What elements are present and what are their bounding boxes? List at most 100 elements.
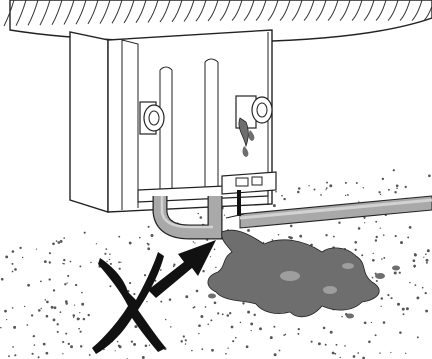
floor-speckle	[40, 308, 41, 309]
floor-speckle	[235, 337, 237, 339]
floor-speckle	[290, 236, 293, 239]
floor-speckle	[399, 331, 402, 334]
floor-speckle	[75, 284, 77, 286]
floor-speckle	[115, 350, 116, 351]
floor-speckle	[329, 184, 332, 187]
floor-speckle	[14, 354, 16, 356]
floor-speckle	[425, 292, 427, 294]
floor-speckle	[425, 253, 427, 255]
floor-speckle	[119, 345, 122, 348]
floor-speckle	[251, 330, 252, 331]
floor-speckle	[338, 222, 340, 224]
floor-speckle	[355, 249, 357, 251]
floor-speckle	[133, 343, 136, 346]
floor-speckle	[54, 306, 57, 309]
floor-speckle	[53, 318, 56, 321]
floor-speckle	[49, 261, 51, 263]
floor-speckle	[288, 236, 290, 238]
floor-speckle	[382, 178, 384, 180]
floor-speckle	[63, 259, 65, 261]
floor-speckle	[80, 331, 82, 333]
floor-speckle	[407, 236, 409, 238]
floor-speckle	[298, 328, 300, 330]
floor-speckle	[357, 352, 359, 354]
floor-speckle	[78, 328, 80, 330]
floor-speckle	[224, 215, 225, 216]
floor-speckle	[79, 312, 80, 313]
floor-speckle	[279, 350, 281, 352]
floor-speckle	[202, 270, 204, 272]
floor-speckle	[217, 312, 219, 314]
floor-speckle	[345, 182, 347, 184]
floor-speckle	[427, 249, 430, 252]
floor-speckle	[283, 198, 285, 200]
floor-speckle	[133, 293, 135, 295]
floor-speckle	[73, 314, 76, 317]
floor-speckle	[109, 253, 111, 255]
floor-speckle	[246, 345, 249, 348]
floor-speckle	[273, 204, 276, 207]
floor-speckle	[406, 307, 409, 310]
floor-speckle	[425, 310, 428, 313]
floor-speckle	[170, 326, 172, 328]
floor-speckle	[14, 268, 17, 271]
floor-speckle	[353, 355, 356, 358]
floor-speckle	[426, 259, 429, 262]
floor-speckle	[27, 284, 30, 287]
floor-speckle	[196, 290, 199, 293]
floor-speckle	[323, 327, 326, 330]
floor-speckle	[298, 187, 301, 190]
floor-speckle	[368, 341, 371, 344]
floor-speckle	[313, 188, 315, 190]
floor-speckle	[345, 195, 346, 196]
floor-speckle	[165, 319, 167, 321]
floor-speckle	[62, 353, 63, 354]
floor-speckle	[247, 311, 250, 314]
floor-speckle	[46, 315, 49, 318]
floor-speckle	[185, 295, 188, 298]
floor-speckle	[381, 306, 382, 307]
floor-speckle	[376, 236, 378, 238]
floor-speckle	[160, 269, 162, 271]
floor-speckle	[144, 274, 146, 276]
floor-speckle	[326, 182, 328, 184]
floor-speckle	[340, 357, 341, 358]
floor-speckle	[45, 299, 47, 301]
floor-speckle	[330, 331, 333, 334]
floor-speckle	[65, 300, 68, 303]
floor-speckle	[290, 225, 293, 228]
floor-speckle	[320, 194, 322, 196]
floor-speckle	[318, 342, 321, 345]
floor-speckle	[64, 283, 66, 285]
floor-speckle	[46, 352, 49, 355]
floor-speckle	[426, 262, 428, 264]
floor-speckle	[129, 282, 131, 284]
floor-speckle	[231, 326, 234, 329]
floor-speckle	[62, 341, 64, 343]
floor-speckle	[210, 319, 212, 321]
floor-speckle	[380, 194, 381, 195]
cross-icon	[92, 252, 166, 354]
floor-speckle	[402, 308, 405, 311]
floor-speckle	[33, 336, 34, 337]
floor-speckle	[354, 241, 357, 244]
floor-speckle	[326, 187, 328, 189]
floor-speckle	[129, 242, 132, 245]
floor-speckle	[229, 312, 231, 314]
floor-speckle	[89, 354, 91, 356]
floor-speckle	[68, 343, 70, 345]
floor-speckle	[19, 247, 21, 249]
floor-speckle	[200, 216, 203, 219]
floor-speckle	[139, 237, 141, 239]
floor-speckle	[414, 254, 417, 257]
floor-speckle	[356, 182, 358, 184]
floor-speckle	[334, 353, 336, 355]
floor-speckle	[81, 292, 83, 294]
floor-speckle	[46, 301, 49, 304]
floor-speckle	[240, 322, 241, 323]
floor-speckle	[281, 195, 283, 197]
floor-speckle	[413, 265, 416, 268]
floor-speckle	[73, 317, 74, 318]
floor-speckle	[80, 345, 82, 347]
